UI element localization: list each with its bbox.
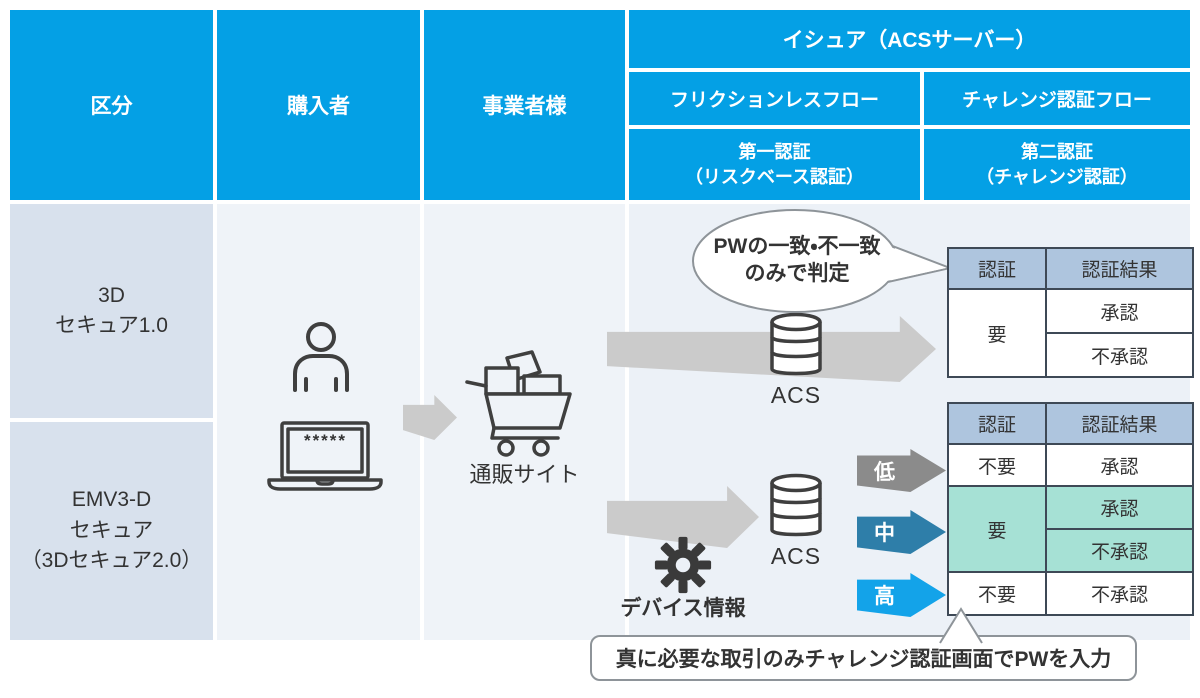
- row-label-3dsecure1: 3D セキュア1.0: [10, 204, 213, 418]
- result-table-emv3dsecure: 認証 認証結果 不要 承認 要 承認 不承認 不要 不承認: [947, 402, 1194, 616]
- result2-col-auth: 認証: [947, 402, 1047, 445]
- table-row: 要 承認: [947, 485, 1194, 573]
- result1-declined: 不承認: [1045, 332, 1194, 378]
- result2-low-result: 承認: [1045, 443, 1194, 487]
- result2-col-result: 認証結果: [1045, 402, 1194, 445]
- table-row: 認証 認証結果: [947, 402, 1194, 445]
- speech-bubble-text: PWの一致・不一致 のみで判定: [713, 234, 881, 285]
- table-row: 要 承認: [947, 288, 1194, 378]
- gear-icon: [654, 536, 712, 594]
- header-cell-first-auth: 第一認証 （リスクベース認証）: [629, 129, 920, 200]
- result2-mid-auth: 要: [947, 485, 1047, 573]
- merchant-site-label: 通販サイト: [469, 462, 580, 487]
- table-row: 不要 不承認: [947, 571, 1194, 616]
- risk-high-label: 高: [874, 585, 895, 608]
- result1-col-result: 認証結果: [1045, 247, 1194, 290]
- result2-mid-approved: 承認: [1045, 485, 1194, 530]
- risk-low-label: 低: [874, 460, 895, 484]
- result1-approved: 承認: [1045, 288, 1194, 334]
- laptop-password-mask: *****: [303, 431, 348, 450]
- header-cell-second-auth: 第二認証 （チャレンジ認証）: [924, 129, 1190, 200]
- header-first-auth-label: 第一認証 （リスクベース認証）: [684, 142, 865, 187]
- result-table-3dsecure1: 認証 認証結果 要 承認 不承認: [947, 247, 1194, 378]
- header-category-label: 区分: [90, 95, 133, 118]
- result1-auth-required: 要: [947, 288, 1047, 378]
- result2-mid-declined: 不承認: [1045, 528, 1194, 573]
- acs2-label: ACS: [770, 542, 822, 569]
- row-label-3dsecure1-text: 3D セキュア1.0: [55, 283, 168, 337]
- callout-pointer-icon: [939, 607, 983, 644]
- table-row: 不要 承認: [947, 443, 1194, 487]
- header-cell-frictionless-flow: フリクションレスフロー: [629, 72, 920, 125]
- footnote-callout: 真に必要な取引のみチャレンジ認証画面でPWを入力: [590, 635, 1137, 681]
- result2-low-auth: 不要: [947, 443, 1047, 487]
- header-issuer-label: イシュア（ACSサーバー）: [782, 29, 1037, 52]
- risk-medium-label: 中: [874, 522, 895, 545]
- laptop-icon: [267, 421, 383, 491]
- database-acs1-icon: [770, 312, 822, 376]
- speech-bubble: [692, 209, 954, 313]
- header-purchaser-label: 購入者: [287, 95, 350, 118]
- header-merchant-label: 事業者様: [482, 95, 567, 118]
- cart-icon: [465, 350, 572, 457]
- database-acs2-icon: [770, 473, 822, 537]
- header-cell-challenge-flow: チャレンジ認証フロー: [924, 72, 1190, 125]
- person-icon: [293, 322, 349, 392]
- result1-col-auth: 認証: [947, 247, 1047, 290]
- table-row: 不承認: [948, 332, 1194, 378]
- header-frictionless-label: フリクションレスフロー: [669, 90, 879, 111]
- header-challenge-label: チャレンジ認証フロー: [962, 90, 1152, 111]
- header-cell-merchant: 事業者様: [424, 10, 625, 200]
- acs1-label: ACS: [770, 381, 822, 408]
- result2-high-auth: 不要: [947, 571, 1047, 616]
- header-second-auth-label: 第二認証 （チャレンジ認証）: [976, 142, 1138, 187]
- row-label-emv3dsecure-text: EMV3-D セキュア （3Dセキュア2.0）: [20, 488, 203, 573]
- header-cell-purchaser: 購入者: [217, 10, 420, 200]
- footnote-text: 真に必要な取引のみチャレンジ認証画面でPWを入力: [615, 648, 1112, 671]
- header-cell-category: 区分: [10, 10, 213, 200]
- result2-high-result: 不承認: [1045, 571, 1194, 616]
- row-label-emv3dsecure: EMV3-D セキュア （3Dセキュア2.0）: [10, 422, 213, 640]
- header-cell-issuer: イシュア（ACSサーバー）: [629, 10, 1190, 68]
- table-row: 不承認: [948, 528, 1194, 573]
- device-info-label: デバイス情報: [620, 597, 746, 620]
- table-row: 認証 認証結果: [947, 247, 1194, 290]
